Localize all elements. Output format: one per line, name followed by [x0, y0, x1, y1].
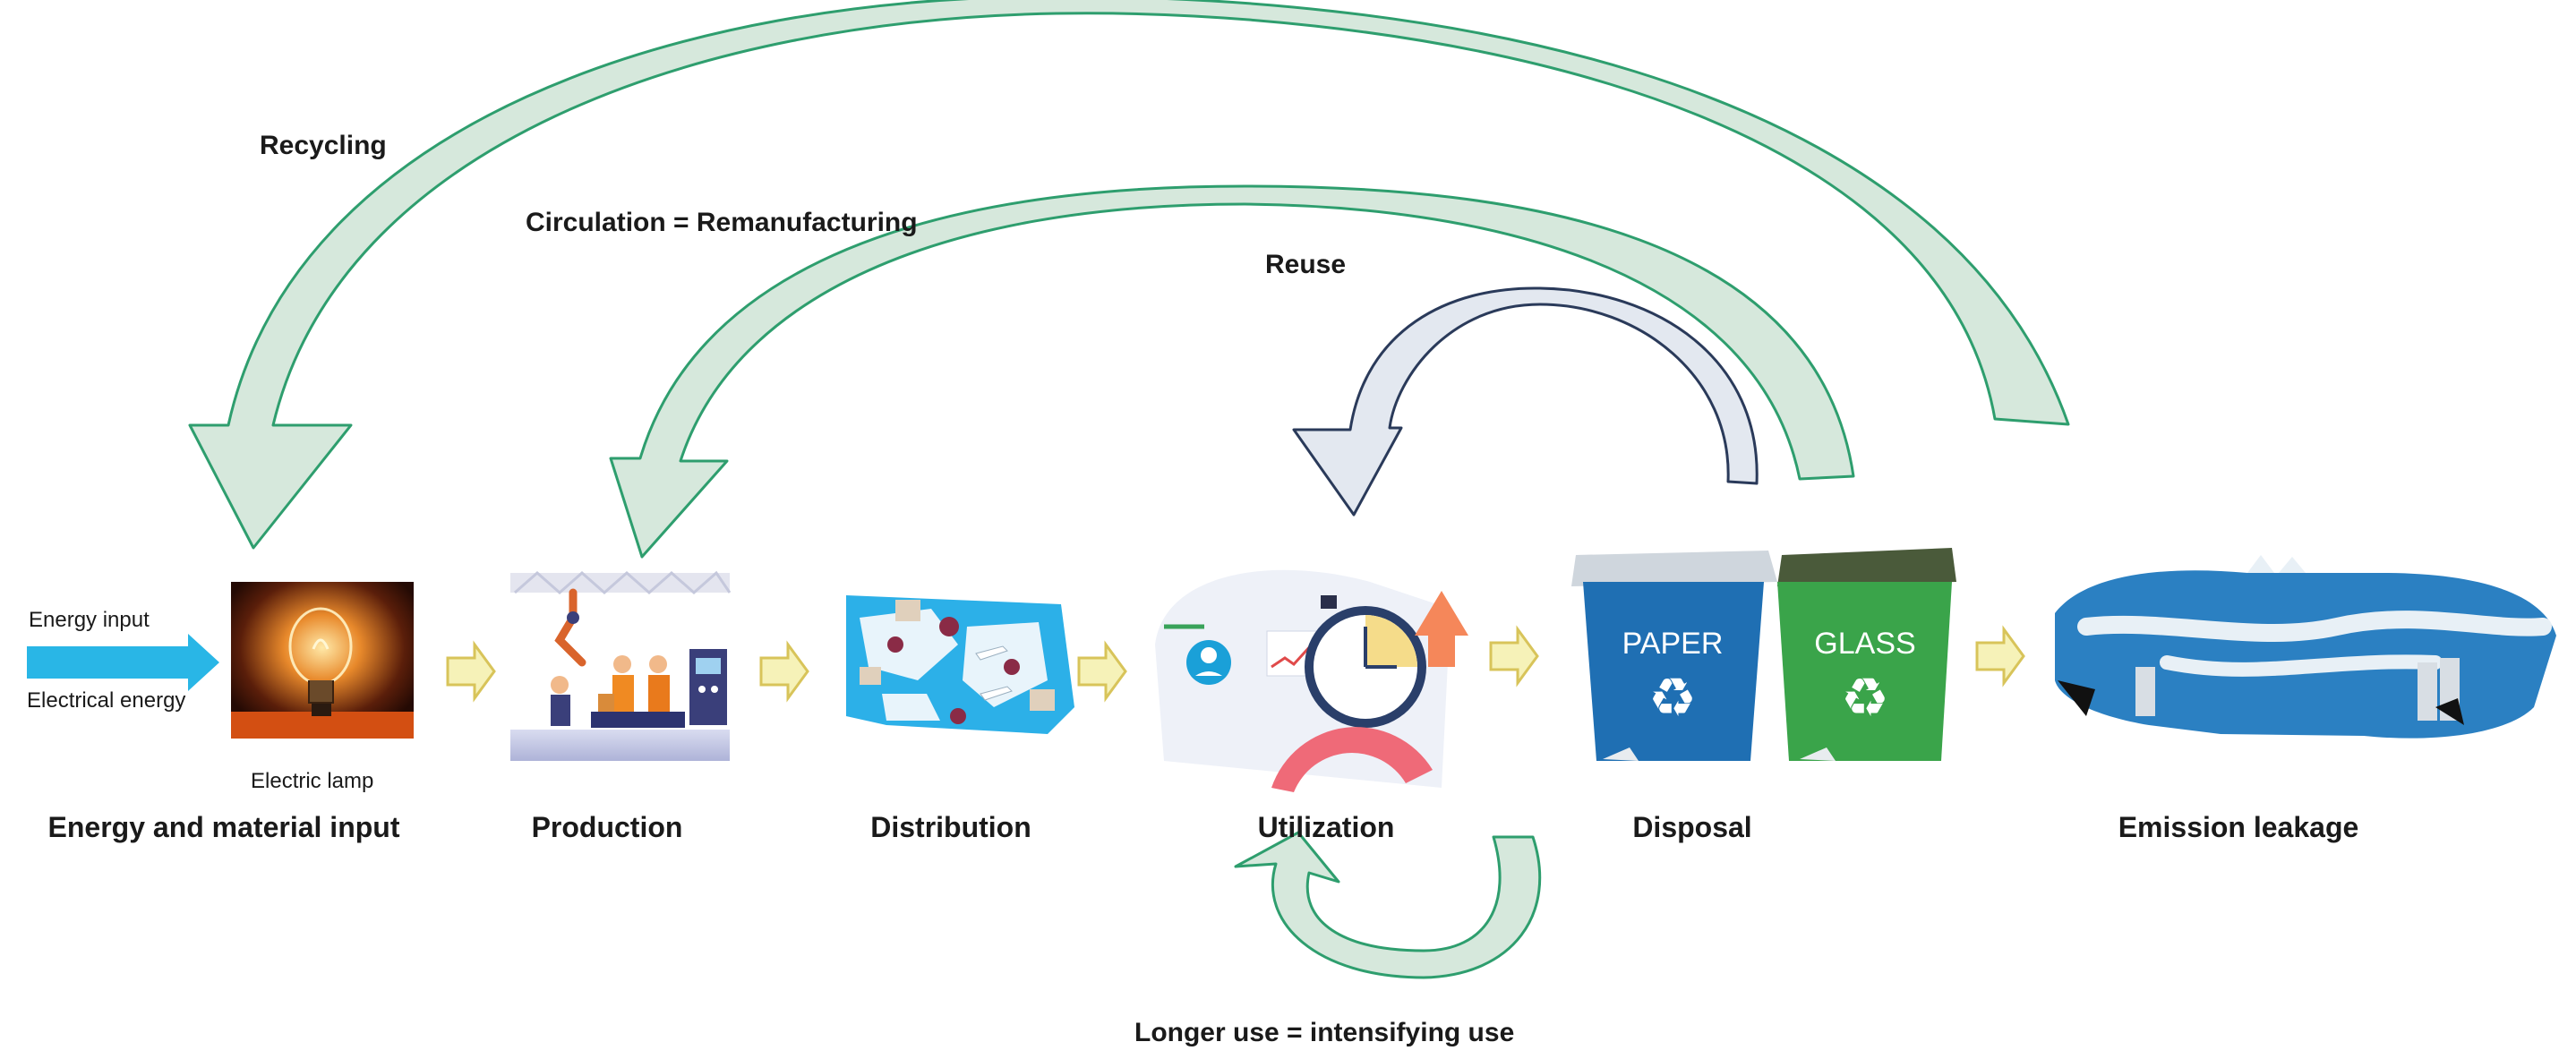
glass-bin-label: GLASS: [1814, 627, 1915, 661]
stopwatch-icon: [1155, 569, 1468, 792]
recycle-icon: ♻: [1648, 667, 1697, 730]
reuse-label: Reuse: [1265, 250, 1346, 279]
factory-icon: [510, 570, 732, 761]
longer-use-loop-arrow: [1234, 831, 1542, 979]
energy-input-label: Energy input: [29, 608, 150, 632]
step-arrow: [446, 640, 496, 703]
stage-label-distribution: Distribution: [870, 811, 1031, 843]
step-arrow: [1975, 625, 2025, 687]
recycle-icon: ♻: [1841, 667, 1889, 730]
longer-use-label: Longer use = intensifying use: [1134, 1018, 1514, 1047]
remanufacturing-label: Circulation = Remanufacturing: [526, 208, 918, 237]
step-arrow: [1077, 640, 1127, 703]
electrical-energy-label: Electrical energy: [27, 688, 185, 713]
paper-bin-label: PAPER: [1622, 627, 1724, 661]
step-arrow: [1489, 625, 1539, 687]
step-arrow: [759, 640, 809, 703]
polluted-globe-icon: [2055, 555, 2556, 739]
recycle-bins-icon: PAPER GLASS ♻ ♻: [1571, 548, 1956, 761]
stage-label-energy-material-input: Energy and material input: [48, 811, 400, 843]
world-map-icon: [846, 595, 1074, 734]
lightbulb-icon: [231, 582, 414, 739]
stage-label-disposal: Disposal: [1632, 811, 1751, 843]
energy-input-arrow: [27, 634, 219, 691]
recycling-label: Recycling: [260, 131, 387, 160]
stage-label-emission-leakage: Emission leakage: [2118, 811, 2359, 843]
stage-label-production: Production: [532, 811, 683, 843]
recycling-loop-arrow: [188, 0, 2070, 550]
reuse-loop-arrow: [1292, 286, 1759, 517]
remanufacturing-loop-arrow: [609, 184, 1855, 559]
electric-lamp-label: Electric lamp: [251, 769, 373, 793]
stage-label-utilization: Utilization: [1258, 811, 1395, 843]
